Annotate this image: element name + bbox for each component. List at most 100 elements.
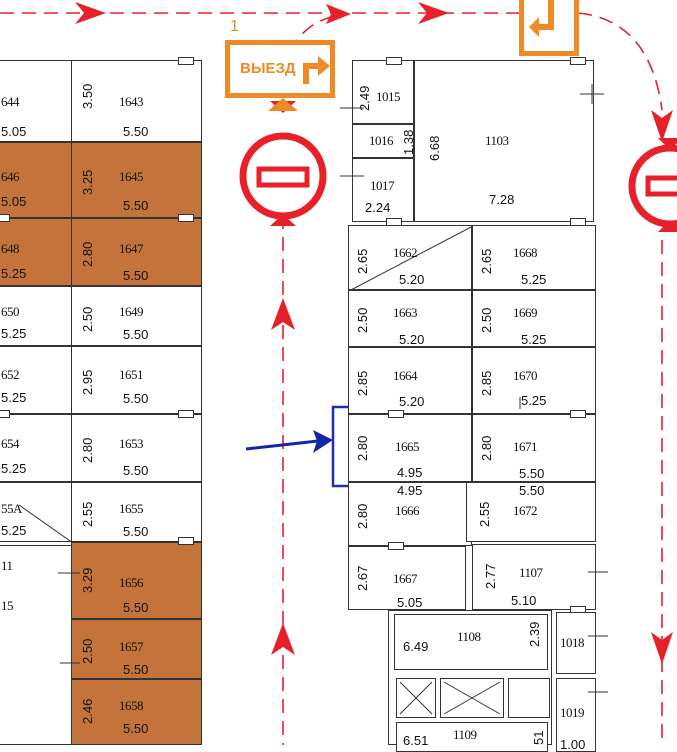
label: 6.49 bbox=[403, 639, 429, 654]
label: 5.25 bbox=[521, 272, 547, 287]
label: 5.25 bbox=[1, 523, 27, 538]
storage-1103[interactable]: 6.68 1103 7.28 bbox=[414, 60, 594, 222]
label: 1664 bbox=[393, 368, 418, 383]
label: 1103 bbox=[485, 133, 509, 148]
label: 1645 bbox=[119, 169, 144, 184]
label: 2.95 bbox=[80, 369, 95, 395]
label: 5.05 bbox=[1, 124, 27, 139]
room-1018[interactable]: 1018 bbox=[556, 612, 596, 674]
label: 1670 bbox=[513, 368, 538, 383]
label: 1647 bbox=[119, 241, 144, 256]
label: 5.50 bbox=[123, 124, 149, 139]
label: 6.68 bbox=[427, 135, 442, 161]
pointer-arrow bbox=[245, 430, 333, 453]
label: 1656 bbox=[119, 575, 144, 590]
storage-1015[interactable]: 2.49 1015 bbox=[352, 60, 414, 124]
spot-1651[interactable]: 2.95 1651 5.50 bbox=[71, 346, 202, 414]
spot-1666[interactable]: 4.95 2.80 1666 bbox=[348, 482, 472, 546]
spot-655a[interactable]: 55A 5.25 bbox=[0, 482, 73, 543]
spot-1645[interactable]: 3.25 1645 5.50 bbox=[71, 142, 202, 218]
label: 646 bbox=[1, 169, 20, 184]
label: 5.50 bbox=[519, 466, 545, 481]
spot-1664[interactable]: 2.85 1664 5.20 bbox=[348, 347, 472, 414]
spot-1672[interactable]: 5.50 2.55 1672 bbox=[466, 482, 596, 542]
tick bbox=[178, 57, 194, 65]
label: 654 bbox=[1, 436, 20, 451]
spot-1670[interactable]: 2.85 1670 5.25 bbox=[472, 347, 596, 414]
label: 1663 bbox=[393, 305, 418, 320]
room-1108[interactable]: 1108 6.49 2.39 bbox=[394, 614, 548, 670]
label: 1019 bbox=[560, 705, 585, 720]
label: 5.10 bbox=[511, 593, 537, 608]
spot-1653[interactable]: 2.80 1653 5.50 bbox=[71, 414, 202, 482]
spot-650[interactable]: 650 5.25 bbox=[0, 286, 72, 346]
spot-1643[interactable]: 3.50 1643 5.50 bbox=[71, 60, 202, 142]
spot-1649[interactable]: 2.50 1649 5.50 bbox=[71, 286, 202, 346]
label: 5.25 bbox=[521, 393, 547, 408]
tick bbox=[388, 410, 404, 418]
label: 5.25 bbox=[1, 326, 27, 341]
spot-1655[interactable]: 2.55 1655 5.50 bbox=[71, 482, 202, 542]
label: 1643 bbox=[119, 94, 144, 109]
spot-1657[interactable]: 2.50 1657 5.50 bbox=[71, 619, 202, 679]
label: 2.85 bbox=[355, 370, 370, 396]
exit-sign: ВЫЕЗД bbox=[225, 40, 335, 98]
label: 5.50 bbox=[123, 600, 149, 615]
spot-654[interactable]: 654 5.25 bbox=[0, 414, 72, 482]
tick bbox=[570, 57, 586, 65]
label: 1666 bbox=[395, 503, 420, 518]
label: 2.65 bbox=[479, 248, 494, 274]
storage-1017[interactable]: 1017 2.24 bbox=[352, 158, 414, 222]
spot-1656[interactable]: 3.29 1656 5.50 bbox=[71, 542, 202, 619]
label: 2.77 bbox=[483, 563, 498, 589]
spot-1662[interactable]: 2.65 1662 5.20 bbox=[348, 225, 473, 291]
label: 5.50 bbox=[123, 721, 149, 736]
room-1019[interactable]: 1019 1.00 bbox=[556, 678, 596, 752]
storage-1016[interactable]: 1016 1.38 bbox=[352, 124, 416, 158]
room-1109[interactable]: 1109 6.51 51 bbox=[396, 722, 548, 752]
label: 5.50 bbox=[123, 327, 149, 342]
spot-11[interactable]: 11 15 bbox=[0, 545, 72, 745]
label: 3.50 bbox=[80, 83, 95, 109]
room-1107[interactable]: 2.77 1107 5.10 bbox=[472, 544, 596, 610]
tick bbox=[178, 537, 194, 545]
spot-1669[interactable]: 2.50 1669 5.25 bbox=[472, 290, 596, 347]
spot-644[interactable]: 644 5.05 bbox=[0, 60, 72, 142]
label: 1672 bbox=[513, 503, 538, 518]
exit-sign-number: 1 bbox=[230, 18, 239, 35]
spot-652[interactable]: 652 5.25 bbox=[0, 346, 72, 414]
turn-down-icon bbox=[529, 0, 554, 37]
label: 2.80 bbox=[80, 241, 95, 267]
tick bbox=[388, 542, 404, 550]
label: 5.25 bbox=[1, 390, 27, 405]
label: 5.05 bbox=[397, 595, 423, 610]
spot-1665[interactable]: 2.80 1665 4.95 bbox=[348, 414, 472, 482]
label: 11 bbox=[1, 558, 13, 573]
label: 5.25 bbox=[1, 461, 27, 476]
arrow-up-2 bbox=[271, 623, 295, 655]
label: 5.20 bbox=[399, 394, 425, 409]
label: 5.50 bbox=[519, 483, 545, 498]
label: 1651 bbox=[119, 367, 144, 382]
label: 1017 bbox=[370, 178, 395, 193]
label: 2.50 bbox=[80, 638, 95, 664]
label: 1658 bbox=[119, 698, 144, 713]
spot-1663[interactable]: 2.50 1663 5.20 bbox=[348, 290, 472, 347]
label: 5.50 bbox=[123, 524, 149, 539]
label: 5.50 bbox=[123, 391, 149, 406]
label: 1669 bbox=[513, 305, 538, 320]
label: 2.55 bbox=[80, 501, 95, 527]
label: 1667 bbox=[393, 571, 418, 586]
spot-1658[interactable]: 2.46 1658 5.50 bbox=[71, 679, 202, 745]
spot-648[interactable]: 648 5.25 bbox=[0, 218, 72, 286]
spot-1671[interactable]: 2.80 1671 5.50 bbox=[472, 414, 596, 482]
no-entry-sign-center bbox=[239, 101, 327, 226]
label: 7.28 bbox=[489, 192, 515, 207]
spot-646[interactable]: 646 5.05 bbox=[0, 142, 72, 218]
label: 15 bbox=[1, 598, 14, 613]
spot-1647[interactable]: 2.80 1647 5.50 bbox=[71, 218, 202, 286]
spot-1667[interactable]: 2.67 1667 5.05 bbox=[348, 546, 466, 610]
label: 2.55 bbox=[477, 501, 492, 527]
spot-1668[interactable]: 2.65 1668 5.25 bbox=[472, 225, 596, 290]
label: 5.05 bbox=[1, 194, 27, 209]
